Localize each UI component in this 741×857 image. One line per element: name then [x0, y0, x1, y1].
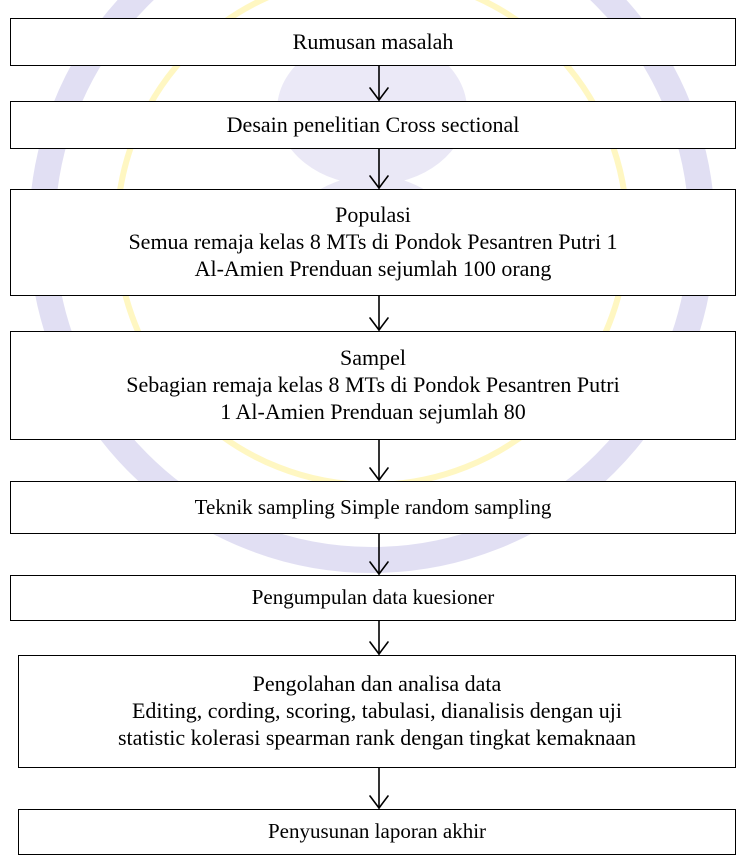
step-heading: Pengolahan dan analisa data — [252, 671, 502, 697]
step-text: Pengumpulan data kuesioner — [251, 585, 495, 610]
step-text: Desain penelitian Cross sectional — [226, 111, 520, 137]
step-text: Teknik sampling Simple random sampling — [194, 494, 552, 519]
step-desain-penelitian: Desain penelitian Cross sectional — [10, 101, 736, 149]
step-populasi: Populasi Semua remaja kelas 8 MTs di Pon… — [10, 189, 736, 296]
step-text: Penyusunan laporan akhir — [267, 819, 487, 844]
step-rumusan-masalah: Rumusan masalah — [10, 18, 736, 66]
step-text: Editing, cording, scoring, tabulasi, dia… — [131, 698, 623, 724]
step-text: 1 Al-Amien Prenduan sejumlah 80 — [220, 398, 526, 424]
step-text: Sebagian remaja kelas 8 MTs di Pondok Pe… — [126, 372, 620, 398]
step-text: Al-Amien Prenduan sejumlah 100 orang — [194, 255, 552, 281]
step-heading: Sampel — [340, 345, 406, 371]
step-penyusunan-laporan: Penyusunan laporan akhir — [18, 809, 736, 855]
step-text: statistic kolerasi spearman rank dengan … — [117, 724, 637, 750]
step-teknik-sampling: Teknik sampling Simple random sampling — [10, 481, 736, 534]
step-text: Semua remaja kelas 8 MTs di Pondok Pesan… — [128, 229, 618, 255]
step-text: Rumusan masalah — [292, 28, 454, 54]
step-pengolahan-analisa: Pengolahan dan analisa data Editing, cor… — [18, 655, 736, 768]
step-heading: Populasi — [335, 202, 411, 228]
step-sampel: Sampel Sebagian remaja kelas 8 MTs di Po… — [10, 331, 736, 440]
step-pengumpulan-data: Pengumpulan data kuesioner — [10, 575, 736, 621]
